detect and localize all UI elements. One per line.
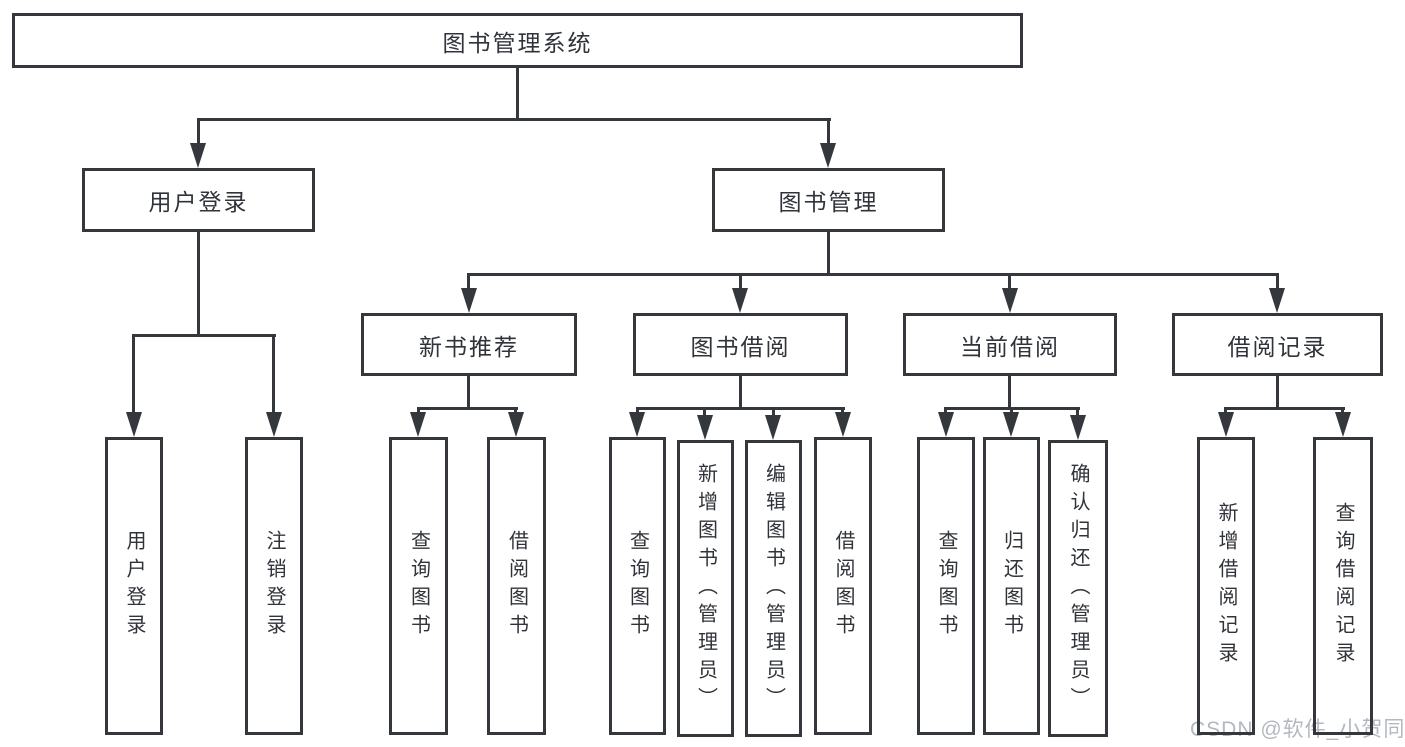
down-arrow-icon <box>1003 412 1019 437</box>
down-arrow-icon <box>1218 412 1234 437</box>
connector <box>703 407 706 420</box>
down-arrow-icon <box>765 415 781 440</box>
leaf-query-books-recommend: 查询图书 <box>389 437 448 735</box>
connector <box>1276 273 1279 290</box>
connector <box>197 118 831 121</box>
leaf-edit-book-admin: 编辑图书（管理员） <box>745 440 802 737</box>
down-arrow-icon <box>732 288 748 313</box>
connector <box>636 407 845 410</box>
node-borrowing-records: 借阅记录 <box>1172 313 1383 376</box>
down-arrow-icon <box>508 412 524 437</box>
leaf-user-login: 用户登录 <box>105 437 163 735</box>
leaf-query-borrow-record: 查询借阅记录 <box>1313 437 1373 735</box>
connector <box>1008 376 1011 410</box>
connector <box>739 376 742 410</box>
leaf-add-borrow-record: 新增借阅记录 <box>1197 437 1255 735</box>
down-arrow-icon <box>820 143 836 168</box>
connector <box>516 68 519 118</box>
connector <box>467 376 470 410</box>
down-arrow-icon <box>1269 288 1285 313</box>
leaf-query-books-borrow: 查询图书 <box>609 437 666 735</box>
leaf-logout: 注销登录 <box>245 437 303 735</box>
connector <box>197 232 200 337</box>
node-book-borrowing: 图书借阅 <box>633 313 848 376</box>
leaf-return-books: 归还图书 <box>983 437 1040 735</box>
node-library-management-system: 图书管理系统 <box>12 13 1023 68</box>
down-arrow-icon <box>410 412 426 437</box>
connector <box>132 334 135 414</box>
connector <box>467 273 470 290</box>
node-book-management: 图书管理 <box>712 168 945 232</box>
down-arrow-icon <box>1335 412 1351 437</box>
down-arrow-icon <box>938 412 954 437</box>
down-arrow-icon <box>190 143 206 168</box>
down-arrow-icon <box>697 415 713 440</box>
node-new-book-recommendation: 新书推荐 <box>361 313 577 376</box>
connector <box>467 273 1279 276</box>
leaf-borrow-books-recommend: 借阅图书 <box>487 437 546 735</box>
down-arrow-icon <box>629 412 645 437</box>
down-arrow-icon <box>835 412 851 437</box>
node-current-borrowing: 当前借阅 <box>903 313 1117 376</box>
down-arrow-icon <box>1002 288 1018 313</box>
down-arrow-icon <box>461 288 477 313</box>
connector <box>417 407 518 410</box>
leaf-confirm-return-admin: 确认归还（管理员） <box>1048 440 1108 737</box>
down-arrow-icon <box>266 412 282 437</box>
watermark: CSDN @软件_小贺同学 <box>1190 718 1405 741</box>
leaf-add-book-admin: 新增图书（管理员） <box>677 440 734 737</box>
connector <box>272 334 275 414</box>
connector <box>1008 273 1011 290</box>
connector <box>827 232 830 276</box>
connector <box>1224 407 1345 410</box>
connector <box>1276 376 1279 410</box>
node-user-login: 用户登录 <box>82 168 315 232</box>
connector <box>739 273 742 290</box>
leaf-borrow-books: 借阅图书 <box>814 437 872 735</box>
connector <box>827 118 830 145</box>
down-arrow-icon <box>1070 415 1086 440</box>
down-arrow-icon <box>126 412 142 437</box>
connector <box>197 118 200 145</box>
connector <box>1076 407 1079 420</box>
connector <box>772 407 775 420</box>
leaf-query-books-current: 查询图书 <box>917 437 975 735</box>
connector <box>132 334 276 337</box>
